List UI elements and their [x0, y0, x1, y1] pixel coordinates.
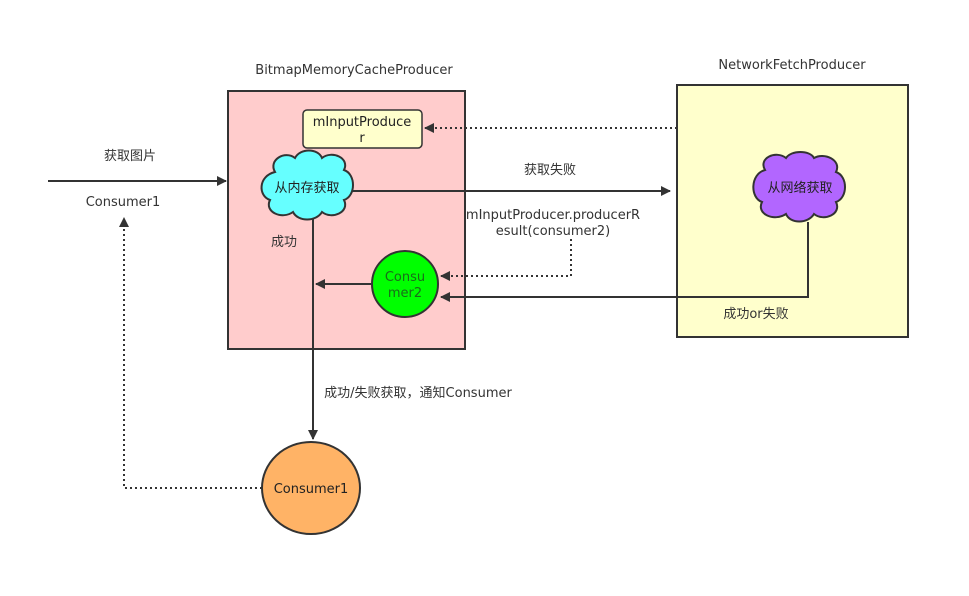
fetch-fail-label: 获取失败 — [524, 163, 576, 178]
edge-consumer1-callback — [119, 217, 262, 489]
consumer2-label-line1: Consu — [385, 270, 425, 285]
get-image-label: 获取图片 — [104, 149, 156, 164]
notify-label: 成功/失败获取，通知Consumer — [324, 385, 512, 401]
minput-producer-label-line1: mInputProduce — [313, 115, 412, 130]
producer-result-label-line1: mInputProducer.producerR — [466, 208, 640, 223]
minput-producer-node[interactable] — [302, 109, 423, 149]
consumer1-label: Consumer1 — [274, 482, 349, 497]
success-or-fail-label: 成功or失败 — [723, 307, 788, 322]
network-cloud-node[interactable] — [752, 151, 846, 223]
bitmap-container-title: BitmapMemoryCacheProducer — [255, 63, 453, 78]
success-label: 成功 — [271, 235, 297, 250]
edge-producer-result — [440, 239, 572, 281]
memory-cloud-node[interactable] — [260, 149, 354, 221]
edge-success-or-fail — [440, 222, 809, 302]
producer-result-label-line2: esult(consumer2) — [496, 224, 611, 239]
consumer2-node[interactable] — [371, 250, 439, 318]
minput-producer-label-line2: r — [359, 131, 365, 146]
consumer2-label-line2: mer2 — [388, 286, 422, 301]
consumer1-left-label: Consumer1 — [86, 195, 161, 210]
network-container-title: NetworkFetchProducer — [718, 58, 866, 73]
network-cloud-label: 从网络获取 — [767, 180, 832, 196]
memory-cloud-label: 从内存获取 — [274, 180, 339, 196]
